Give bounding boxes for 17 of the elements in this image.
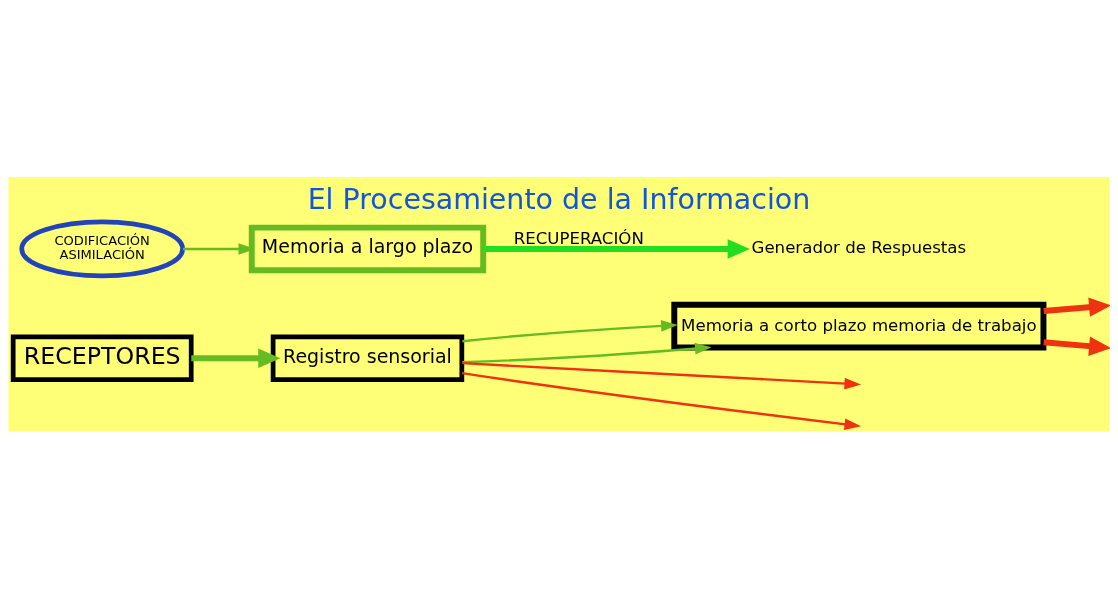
node-box: RECEPTORES: [10, 333, 194, 382]
arrow: [462, 342, 712, 363]
node-ellipse: CODIFICACIÓN ASIMILACIÓN: [19, 219, 185, 278]
arrow: [182, 242, 256, 255]
arrow: [462, 361, 862, 389]
arrow: [1043, 296, 1110, 317]
arrow: [462, 319, 678, 342]
arrow: [1043, 336, 1110, 356]
arrow: [461, 371, 862, 430]
arrow: [483, 238, 750, 259]
node-text: Generador de Respuestas: [751, 237, 967, 257]
node-box: Memoria a largo plazo: [248, 224, 487, 273]
edge-label: RECUPERACIÓN: [513, 228, 644, 248]
diagram-title: El Procesamiento de la Informacion: [307, 182, 811, 216]
arrow: [191, 347, 281, 368]
node-box: Memoria a corto plazo memoria de trabajo: [671, 301, 1047, 350]
node-box: Registro sensorial: [270, 333, 465, 382]
